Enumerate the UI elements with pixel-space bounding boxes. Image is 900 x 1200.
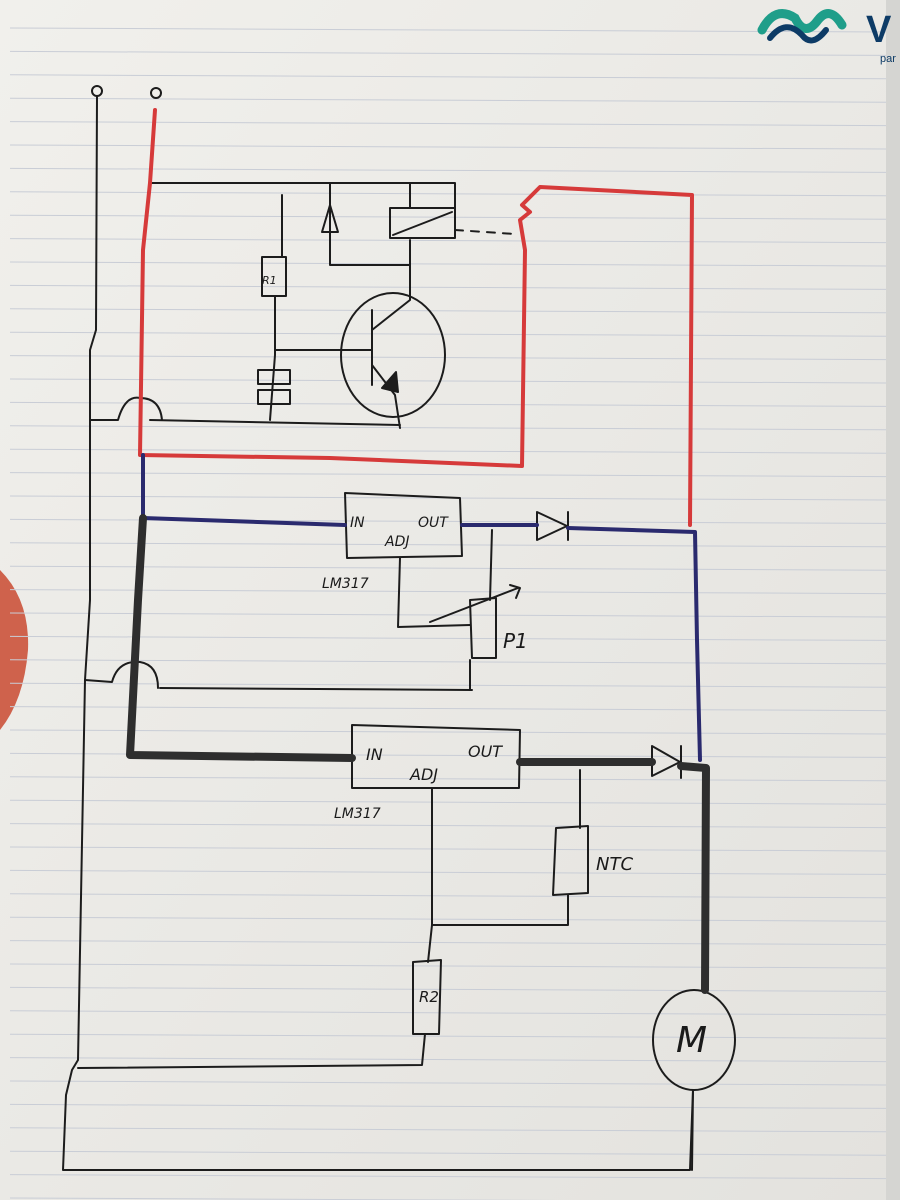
rule-line: [9, 869, 887, 875]
rule-line: [9, 425, 887, 431]
rule-line: [9, 1010, 887, 1016]
ntc-label: NTC: [596, 854, 633, 875]
rule-line: [9, 565, 887, 571]
lm317-top-adj-label: ADJ: [384, 534, 410, 550]
red-supply-wires: [138, 108, 694, 527]
rule-line: [9, 50, 887, 56]
p1-label: P1: [503, 629, 528, 653]
rule-line: [9, 1057, 887, 1063]
rule-line: [9, 472, 887, 478]
r1-label: R1: [262, 274, 277, 287]
transistor-body: [340, 292, 446, 418]
lm317-bottom-adj-label: ADJ: [409, 765, 438, 784]
lm317-top-in-label: IN: [350, 515, 365, 531]
rule-line: [9, 706, 887, 712]
brand-logo-icon: [757, 9, 847, 44]
rule-line: [9, 823, 887, 829]
lm317-bottom-label: LM317: [334, 806, 381, 822]
rule-line: [9, 1103, 887, 1109]
rule-line: [9, 1150, 887, 1156]
r2-label: R2: [419, 988, 439, 1006]
rule-line: [9, 729, 887, 735]
rule-line: [9, 635, 887, 641]
rule-line: [9, 1174, 887, 1180]
relay-coil: [389, 207, 456, 239]
rule-line: [9, 448, 887, 454]
rule-line: [9, 589, 887, 595]
rule-line: [9, 214, 887, 220]
thick-output-wires: [126, 514, 710, 994]
rule-line: [9, 659, 887, 665]
rule-line: [9, 1033, 887, 1039]
resistor-r2: [412, 959, 442, 1035]
logo-subtext: par: [880, 53, 896, 65]
rule-line: [9, 1197, 558, 1200]
rule-line: [9, 27, 887, 33]
rule-line: [9, 284, 887, 290]
page-edge: [886, 0, 900, 1200]
rule-line: [9, 846, 887, 852]
rule-line: [9, 893, 887, 899]
rule-line: [9, 682, 887, 688]
resistor-r1: [261, 256, 287, 297]
rule-line: [9, 1127, 887, 1133]
rule-line: [9, 355, 887, 361]
rule-line: [9, 799, 887, 805]
lm317-bottom-in-label: IN: [366, 745, 383, 764]
rule-line: [9, 167, 887, 173]
rule-line: [9, 191, 887, 197]
rule-line: [9, 940, 887, 946]
finger-shadow: [0, 570, 29, 730]
flyback-diode: [321, 204, 339, 233]
rule-line: [9, 378, 887, 384]
potentiometer-p1: [469, 597, 497, 659]
terminal-right: [150, 87, 162, 99]
logo-letter: V: [866, 9, 892, 51]
lm317-top-out-label: OUT: [418, 515, 449, 531]
lm317-top-label: LM317: [322, 576, 369, 592]
motor-label: M: [676, 1020, 707, 1061]
rule-line: [9, 542, 887, 548]
ntc-resistor: [552, 825, 589, 896]
rule-line: [9, 916, 887, 922]
rule-line: [9, 74, 887, 80]
rule-line: [9, 238, 887, 244]
rule-line: [9, 986, 887, 992]
rule-line: [9, 776, 887, 782]
rule-line: [9, 1080, 887, 1086]
rule-line: [9, 963, 887, 969]
rule-line: [9, 308, 887, 314]
rule-line: [9, 331, 887, 337]
lm317-bottom-body: [351, 724, 521, 789]
ruled-lines: [9, 27, 887, 1200]
lm317-bottom-out-label: OUT: [468, 742, 503, 761]
rule-line: [9, 261, 887, 267]
rule-line: [9, 144, 887, 150]
signal-wires: [62, 85, 736, 1171]
lm317-top-body: [344, 492, 463, 559]
